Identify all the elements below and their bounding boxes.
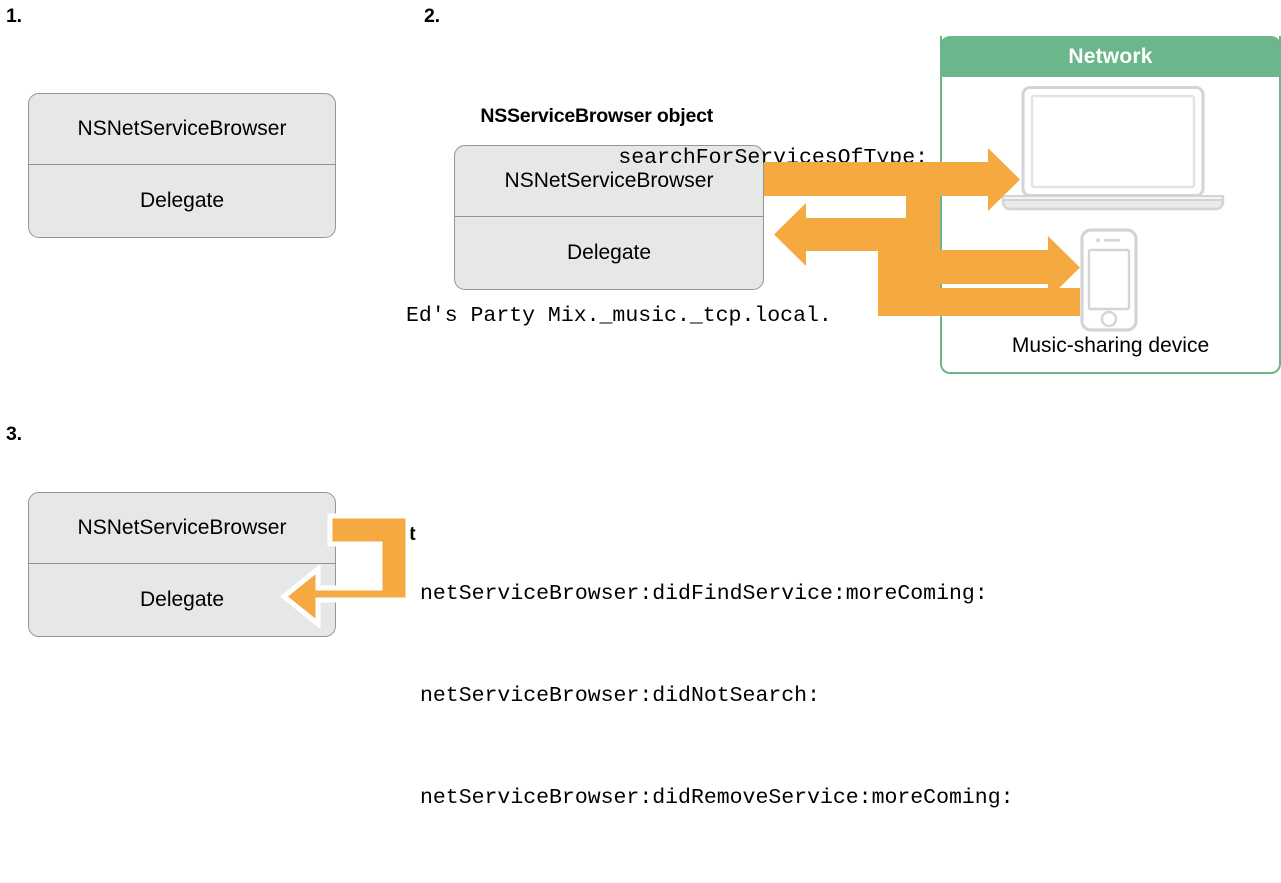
browser-cell: NSNetServiceBrowser: [29, 493, 335, 564]
selector-line-2: inDomain:: [811, 230, 928, 254]
step-2-number: 2.: [424, 5, 440, 27]
selector-line-1: searchForServicesOfType:: [618, 146, 928, 170]
delegate-cell: Delegate: [566, 241, 652, 264]
network-title: Network: [1068, 44, 1153, 68]
callback-line-1: netServiceBrowser:didFindService:moreCom…: [420, 582, 988, 606]
object-box-step-1: NSNetServiceBrowser Delegate: [28, 93, 336, 238]
phone-icon: [1080, 228, 1138, 332]
delegate-cell: Delegate: [139, 189, 225, 212]
step-1-number: 1.: [6, 5, 22, 27]
diagram-canvas: 1. NSServiceBrowser object and delegate …: [6, 5, 1281, 810]
device-caption: Music-sharing device: [1011, 334, 1210, 357]
object-box-step-3: NSNetServiceBrowser Delegate: [28, 492, 336, 637]
browser-cell: NSNetServiceBrowser: [29, 94, 335, 165]
network-title-bar: Network: [940, 36, 1281, 77]
selector-code-label: searchForServicesOfType: inDomain:: [578, 88, 928, 312]
step-2-line-1: NSServiceBrowser object: [480, 105, 714, 127]
step-3-number: 3.: [6, 423, 22, 445]
callback-line-3: netServiceBrowser:didRemoveService:moreC…: [420, 786, 1014, 810]
laptop-icon: [1001, 86, 1225, 211]
callback-line-2: netServiceBrowser:didNotSearch:: [420, 684, 820, 708]
service-name-label: Ed's Party Mix._music._tcp.local.: [406, 304, 832, 328]
delegate-cell: Delegate: [139, 588, 225, 611]
object-box-step-2: NSNetServiceBrowser Delegate: [454, 145, 764, 290]
browser-cell: NSNetServiceBrowser: [455, 146, 763, 217]
callback-methods-list: netServiceBrowser:didFindService:moreCom…: [420, 509, 1014, 883]
